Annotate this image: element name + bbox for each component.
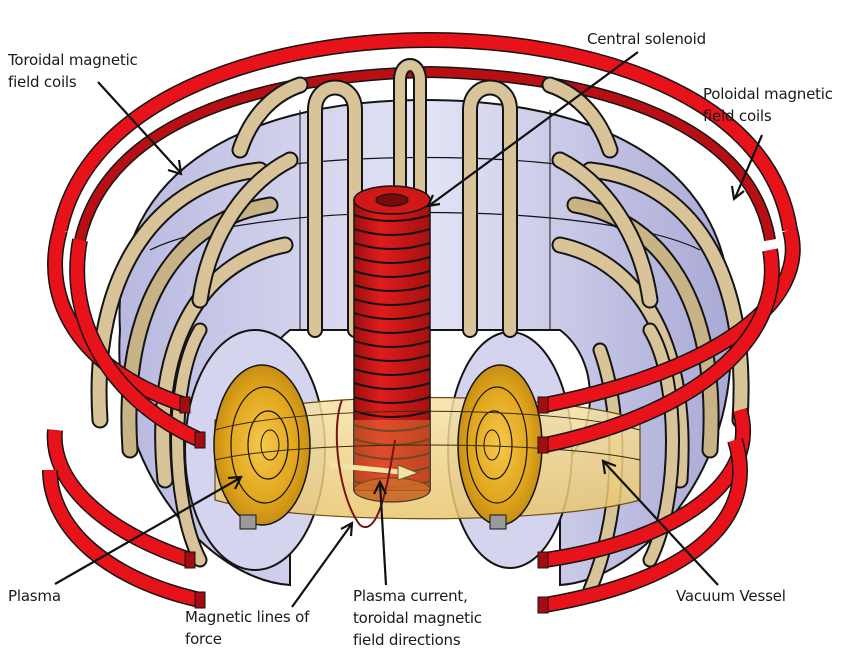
solenoid-winding — [353, 242, 431, 250]
solenoid-winding — [353, 354, 431, 362]
solenoid-winding — [353, 410, 431, 418]
leader-central-solenoid — [429, 51, 639, 206]
label-plasma: Plasma — [8, 587, 61, 605]
central-solenoid — [353, 185, 431, 503]
solenoid-winding — [353, 312, 431, 320]
solenoid-winding — [353, 326, 431, 334]
solenoid-winding — [353, 368, 431, 376]
solenoid-winding — [353, 424, 431, 432]
label-vacuum-vessel: Vacuum Vessel — [676, 587, 786, 605]
label-poloidal-coils: Poloidal magnetic field coils — [703, 85, 833, 125]
leader-vacuum-vessel — [603, 461, 719, 586]
solenoid-winding — [353, 270, 431, 278]
solenoid-winding — [353, 284, 431, 292]
solenoid-winding — [353, 396, 431, 404]
leader-plasma — [54, 477, 241, 585]
field-direction-markers — [214, 399, 641, 529]
poloidal-coils-front — [42, 227, 801, 614]
label-central-solenoid: Central solenoid — [587, 30, 706, 48]
solenoid-winding — [353, 298, 431, 306]
leader-lines — [54, 51, 764, 608]
label-plasma-current: Plasma current, toroidal magnetic field … — [353, 587, 482, 649]
solenoid-winding — [353, 214, 431, 222]
solenoid-winding — [353, 256, 431, 264]
solenoid-winding — [353, 382, 431, 390]
poloidal-coils-back — [52, 31, 798, 242]
solenoid-winding — [353, 340, 431, 348]
leader-magnetic-lines — [291, 524, 352, 608]
leader-poloidal-coils — [733, 134, 764, 199]
leader-toroidal-coils — [97, 81, 181, 173]
magnetic-field-line — [335, 399, 396, 529]
solenoid-winding — [353, 228, 431, 236]
label-toroidal-coils: Toroidal magnetic field coils — [8, 51, 138, 91]
label-magnetic-lines: Magnetic lines of force — [185, 608, 310, 648]
leader-plasma-current — [378, 482, 388, 586]
